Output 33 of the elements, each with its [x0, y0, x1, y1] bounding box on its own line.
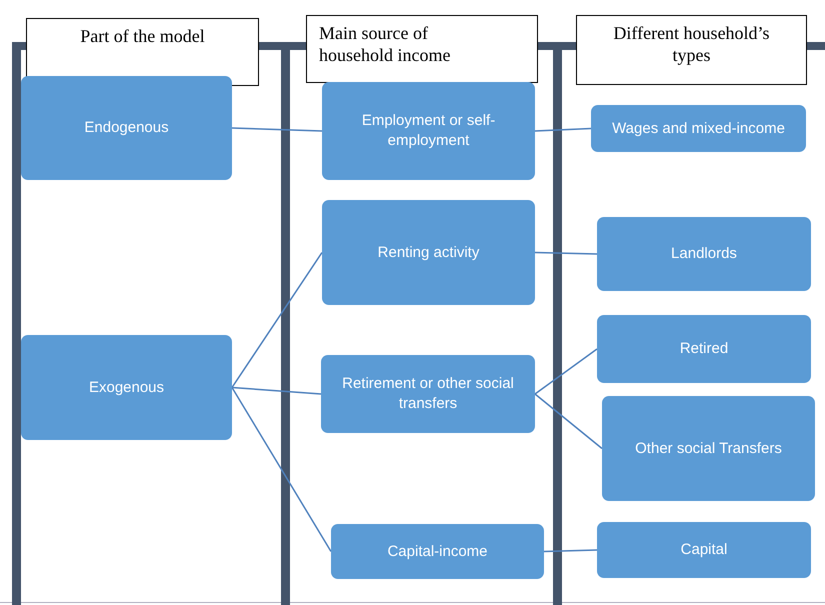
box-label: Retirement or other social transfers — [341, 374, 515, 414]
connector-line — [534, 348, 598, 395]
category-box — [21, 76, 232, 180]
category-box — [597, 217, 811, 291]
box-label: Retired — [680, 339, 728, 359]
box-label: Employment or self-employment — [360, 111, 496, 151]
connector-line — [544, 549, 598, 552]
connector-line — [534, 128, 592, 132]
column-header: Main source of household income — [306, 15, 538, 83]
box-label: Endogenous — [84, 118, 169, 138]
box-label: Capital — [680, 540, 728, 560]
box-label: Landlords — [671, 244, 737, 264]
box-label: Other social Transfers — [635, 438, 782, 458]
category-box — [322, 82, 535, 180]
category-box — [597, 522, 811, 578]
connector-line — [231, 387, 332, 552]
column-header: Different household’s types — [576, 15, 807, 85]
category-box — [602, 396, 815, 501]
category-box — [591, 105, 806, 152]
category-box — [322, 200, 535, 305]
category-box — [21, 335, 232, 440]
box-label: Renting activity — [378, 242, 480, 262]
box-label: Wages and mixed-income — [612, 118, 785, 138]
connector-line — [232, 127, 322, 132]
connector-line — [232, 386, 322, 395]
connector-line — [231, 252, 323, 388]
box-label: Capital-income — [387, 542, 488, 562]
category-box — [331, 524, 544, 579]
category-box — [321, 355, 535, 433]
box-label: Exogenous — [88, 378, 164, 398]
category-box — [597, 315, 811, 383]
connector-line — [534, 393, 602, 450]
connector-line — [534, 252, 598, 255]
